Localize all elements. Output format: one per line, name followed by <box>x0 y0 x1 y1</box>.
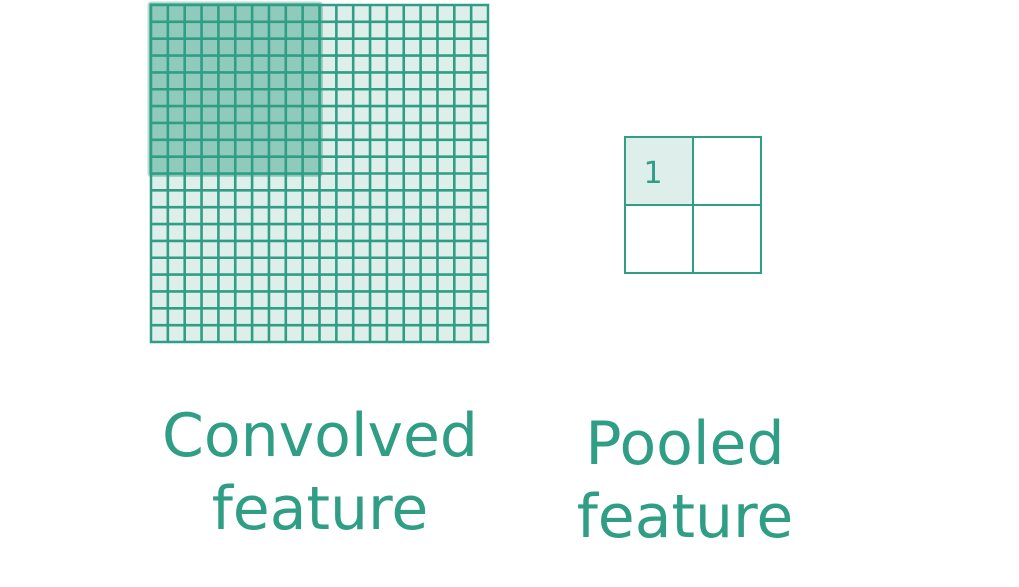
pooled-cell <box>624 136 694 206</box>
pooled-feature-label-line2: feature <box>576 482 794 553</box>
pooled-cell-value: 1 <box>643 156 662 191</box>
pooled-cell <box>624 204 694 274</box>
pooled-feature-label: Pooled feature <box>545 408 825 554</box>
pooled-feature-label-line1: Pooled <box>585 409 785 479</box>
pooled-feature-grid: 1 <box>624 136 762 274</box>
convolved-feature-label: Convolved feature <box>140 400 500 546</box>
convolved-feature-label-line2: feature <box>211 474 429 545</box>
convolved-feature-grid <box>149 3 490 344</box>
convolved-feature-label-line1: Convolved <box>161 401 479 471</box>
pooled-cell <box>692 204 762 274</box>
pooling-window-highlight <box>147 1 323 177</box>
pooled-cell <box>692 136 762 206</box>
